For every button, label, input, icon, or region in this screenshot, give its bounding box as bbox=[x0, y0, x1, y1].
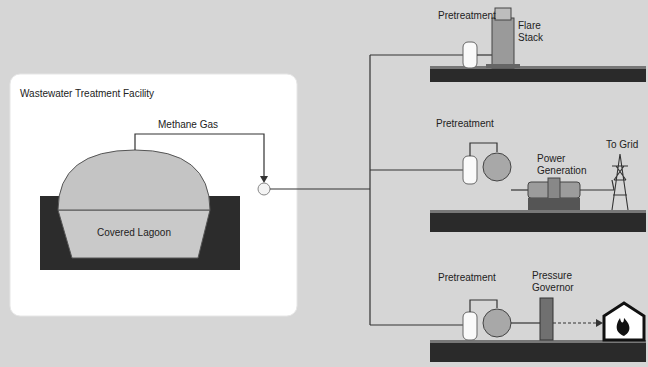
flare-label: Flare Stack bbox=[518, 20, 558, 43]
pretreatment-label: Pretreatment bbox=[438, 272, 496, 284]
ground-top bbox=[430, 210, 646, 213]
flare-stack bbox=[492, 18, 514, 68]
house-icon bbox=[604, 303, 644, 340]
pretreatment-vessel bbox=[463, 156, 477, 184]
pipe bbox=[477, 54, 492, 55]
ground-top bbox=[430, 66, 646, 69]
gas-line bbox=[135, 134, 264, 178]
ground-bar bbox=[430, 212, 646, 232]
lagoon-label-box: Covered Lagoon bbox=[64, 222, 204, 244]
node-text: Covered Lagoon bbox=[97, 227, 171, 239]
distribution-line bbox=[270, 55, 463, 325]
pretreatment-vessel bbox=[463, 42, 477, 68]
pretreatment-vessel bbox=[463, 312, 477, 340]
generator-skid bbox=[528, 198, 580, 210]
grid-label: To Grid bbox=[606, 139, 638, 151]
ground-bar bbox=[430, 342, 646, 362]
flame-icon bbox=[617, 318, 630, 336]
compressor bbox=[483, 153, 511, 181]
power-line bbox=[580, 180, 614, 190]
valve bbox=[258, 183, 270, 195]
pretreatment-label: Pretreatment bbox=[436, 118, 494, 130]
lagoon-cover bbox=[58, 150, 210, 210]
flare-tip bbox=[495, 8, 511, 20]
power-label: Power Generation bbox=[537, 153, 599, 176]
arrow-head bbox=[596, 319, 603, 327]
ground-bar bbox=[430, 68, 646, 82]
gas-label: Methane Gas bbox=[158, 119, 218, 131]
node-text: Wastewater Treatment Facility bbox=[20, 88, 154, 100]
grid-tower bbox=[612, 154, 628, 210]
pretreatment-label: Pretreatment bbox=[438, 10, 496, 22]
pipe bbox=[511, 322, 540, 323]
compressor bbox=[483, 309, 511, 337]
pipe bbox=[511, 189, 528, 190]
arrow-head bbox=[260, 176, 268, 183]
stack-base bbox=[486, 64, 520, 68]
facility-panel bbox=[10, 74, 297, 316]
governor-label: Pressure Governor bbox=[532, 270, 584, 293]
lagoon-basin bbox=[58, 210, 210, 258]
pressure-governor bbox=[540, 298, 553, 340]
supply-line bbox=[553, 322, 596, 323]
facility-panel: Wastewater Treatment FacilityCovered Lag… bbox=[10, 74, 297, 316]
